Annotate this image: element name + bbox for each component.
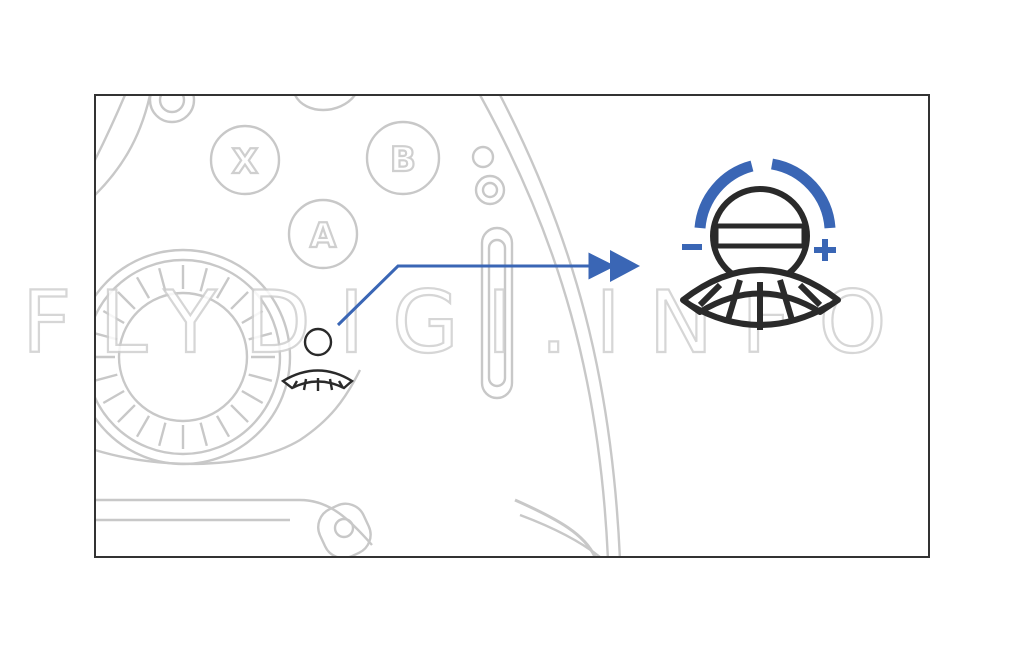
thumbstick-ridge (102, 309, 125, 325)
lower-paddle (317, 502, 372, 557)
thumbstick-ridge (102, 389, 125, 405)
dial-wheel-icon (280, 327, 355, 391)
thumbstick-ridge (230, 291, 249, 310)
a-button-label: A (310, 216, 337, 256)
x-button-label: X (232, 142, 258, 182)
small-button-top (471, 145, 495, 169)
thumbstick-ridge (135, 415, 151, 438)
arrow-icon (336, 252, 616, 327)
minus-icon (682, 244, 702, 250)
face-buttons: X B A (209, 120, 441, 270)
thumbstick-ridge (241, 389, 264, 405)
side-slot (480, 226, 514, 400)
thumbstick-ridge (158, 267, 167, 292)
top-small-circle (148, 95, 196, 124)
thumbstick-ridge (248, 332, 273, 341)
thumbstick-ridge (117, 404, 136, 423)
a-button: A (287, 198, 359, 270)
b-button: B (365, 120, 441, 196)
thumbstick-ridge (158, 422, 167, 447)
small-button-mid (474, 174, 506, 206)
dial-slot (713, 223, 807, 249)
thumbstick-ridge (117, 291, 136, 310)
arrow-head (610, 250, 640, 282)
controller-illustration (95, 95, 622, 557)
thumbstick-ridge (199, 422, 208, 447)
thumbstick-ridge (215, 415, 231, 438)
level-arc-left (694, 160, 754, 229)
thumbstick-ridge (199, 267, 208, 292)
level-arc-right (770, 158, 836, 229)
thumbstick-ridge (230, 404, 249, 423)
thumbstick-ridge (95, 332, 118, 341)
plus-icon (814, 239, 836, 261)
thumbstick-ridge (95, 373, 118, 382)
thumbstick-ridge (215, 276, 231, 299)
adjustment-dial-icon (680, 158, 841, 330)
b-button-label: B (390, 140, 416, 180)
x-button: X (209, 124, 281, 196)
thumbstick-ridge (135, 276, 151, 299)
top-bumper (293, 95, 356, 112)
controller-body-outline (95, 95, 152, 196)
diagram-frame (94, 94, 930, 558)
thumbstick (95, 248, 292, 466)
thumbstick-ridge (241, 309, 264, 325)
right-grip-outline (478, 95, 610, 557)
thumbstick-ridge (248, 373, 273, 382)
